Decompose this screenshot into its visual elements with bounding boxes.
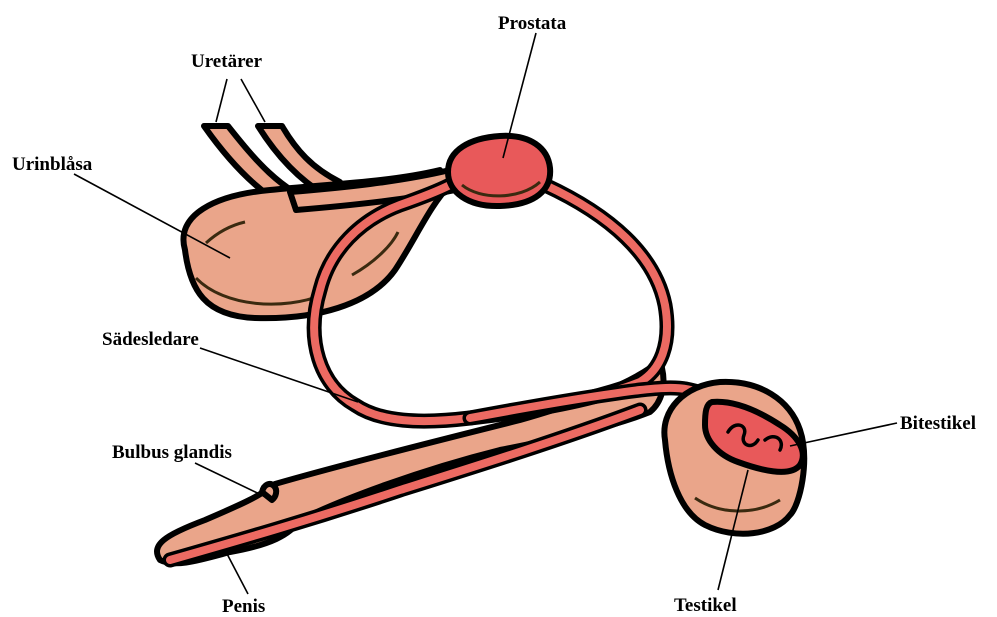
leader-bitestikel: [790, 423, 897, 446]
label-testikel: Testikel: [674, 596, 737, 615]
vas-deferens: [314, 185, 715, 421]
label-sadesledare: Sädesledare: [102, 330, 199, 349]
prostate-shape: [448, 136, 550, 206]
label-ureterer: Uretärer: [191, 52, 262, 71]
label-urinblasa: Urinblåsa: [12, 155, 92, 174]
label-bulbus-glandis: Bulbus glandis: [112, 443, 232, 462]
label-penis: Penis: [222, 597, 265, 616]
leader-penis: [225, 550, 248, 594]
leader-bulbus-glandis: [195, 463, 272, 500]
label-prostata: Prostata: [498, 14, 566, 33]
label-bitestikel: Bitestikel: [900, 414, 976, 433]
leader-ureterer-left: [216, 79, 227, 122]
leader-sadesledare: [200, 348, 358, 402]
leader-ureterer-right: [241, 79, 265, 122]
